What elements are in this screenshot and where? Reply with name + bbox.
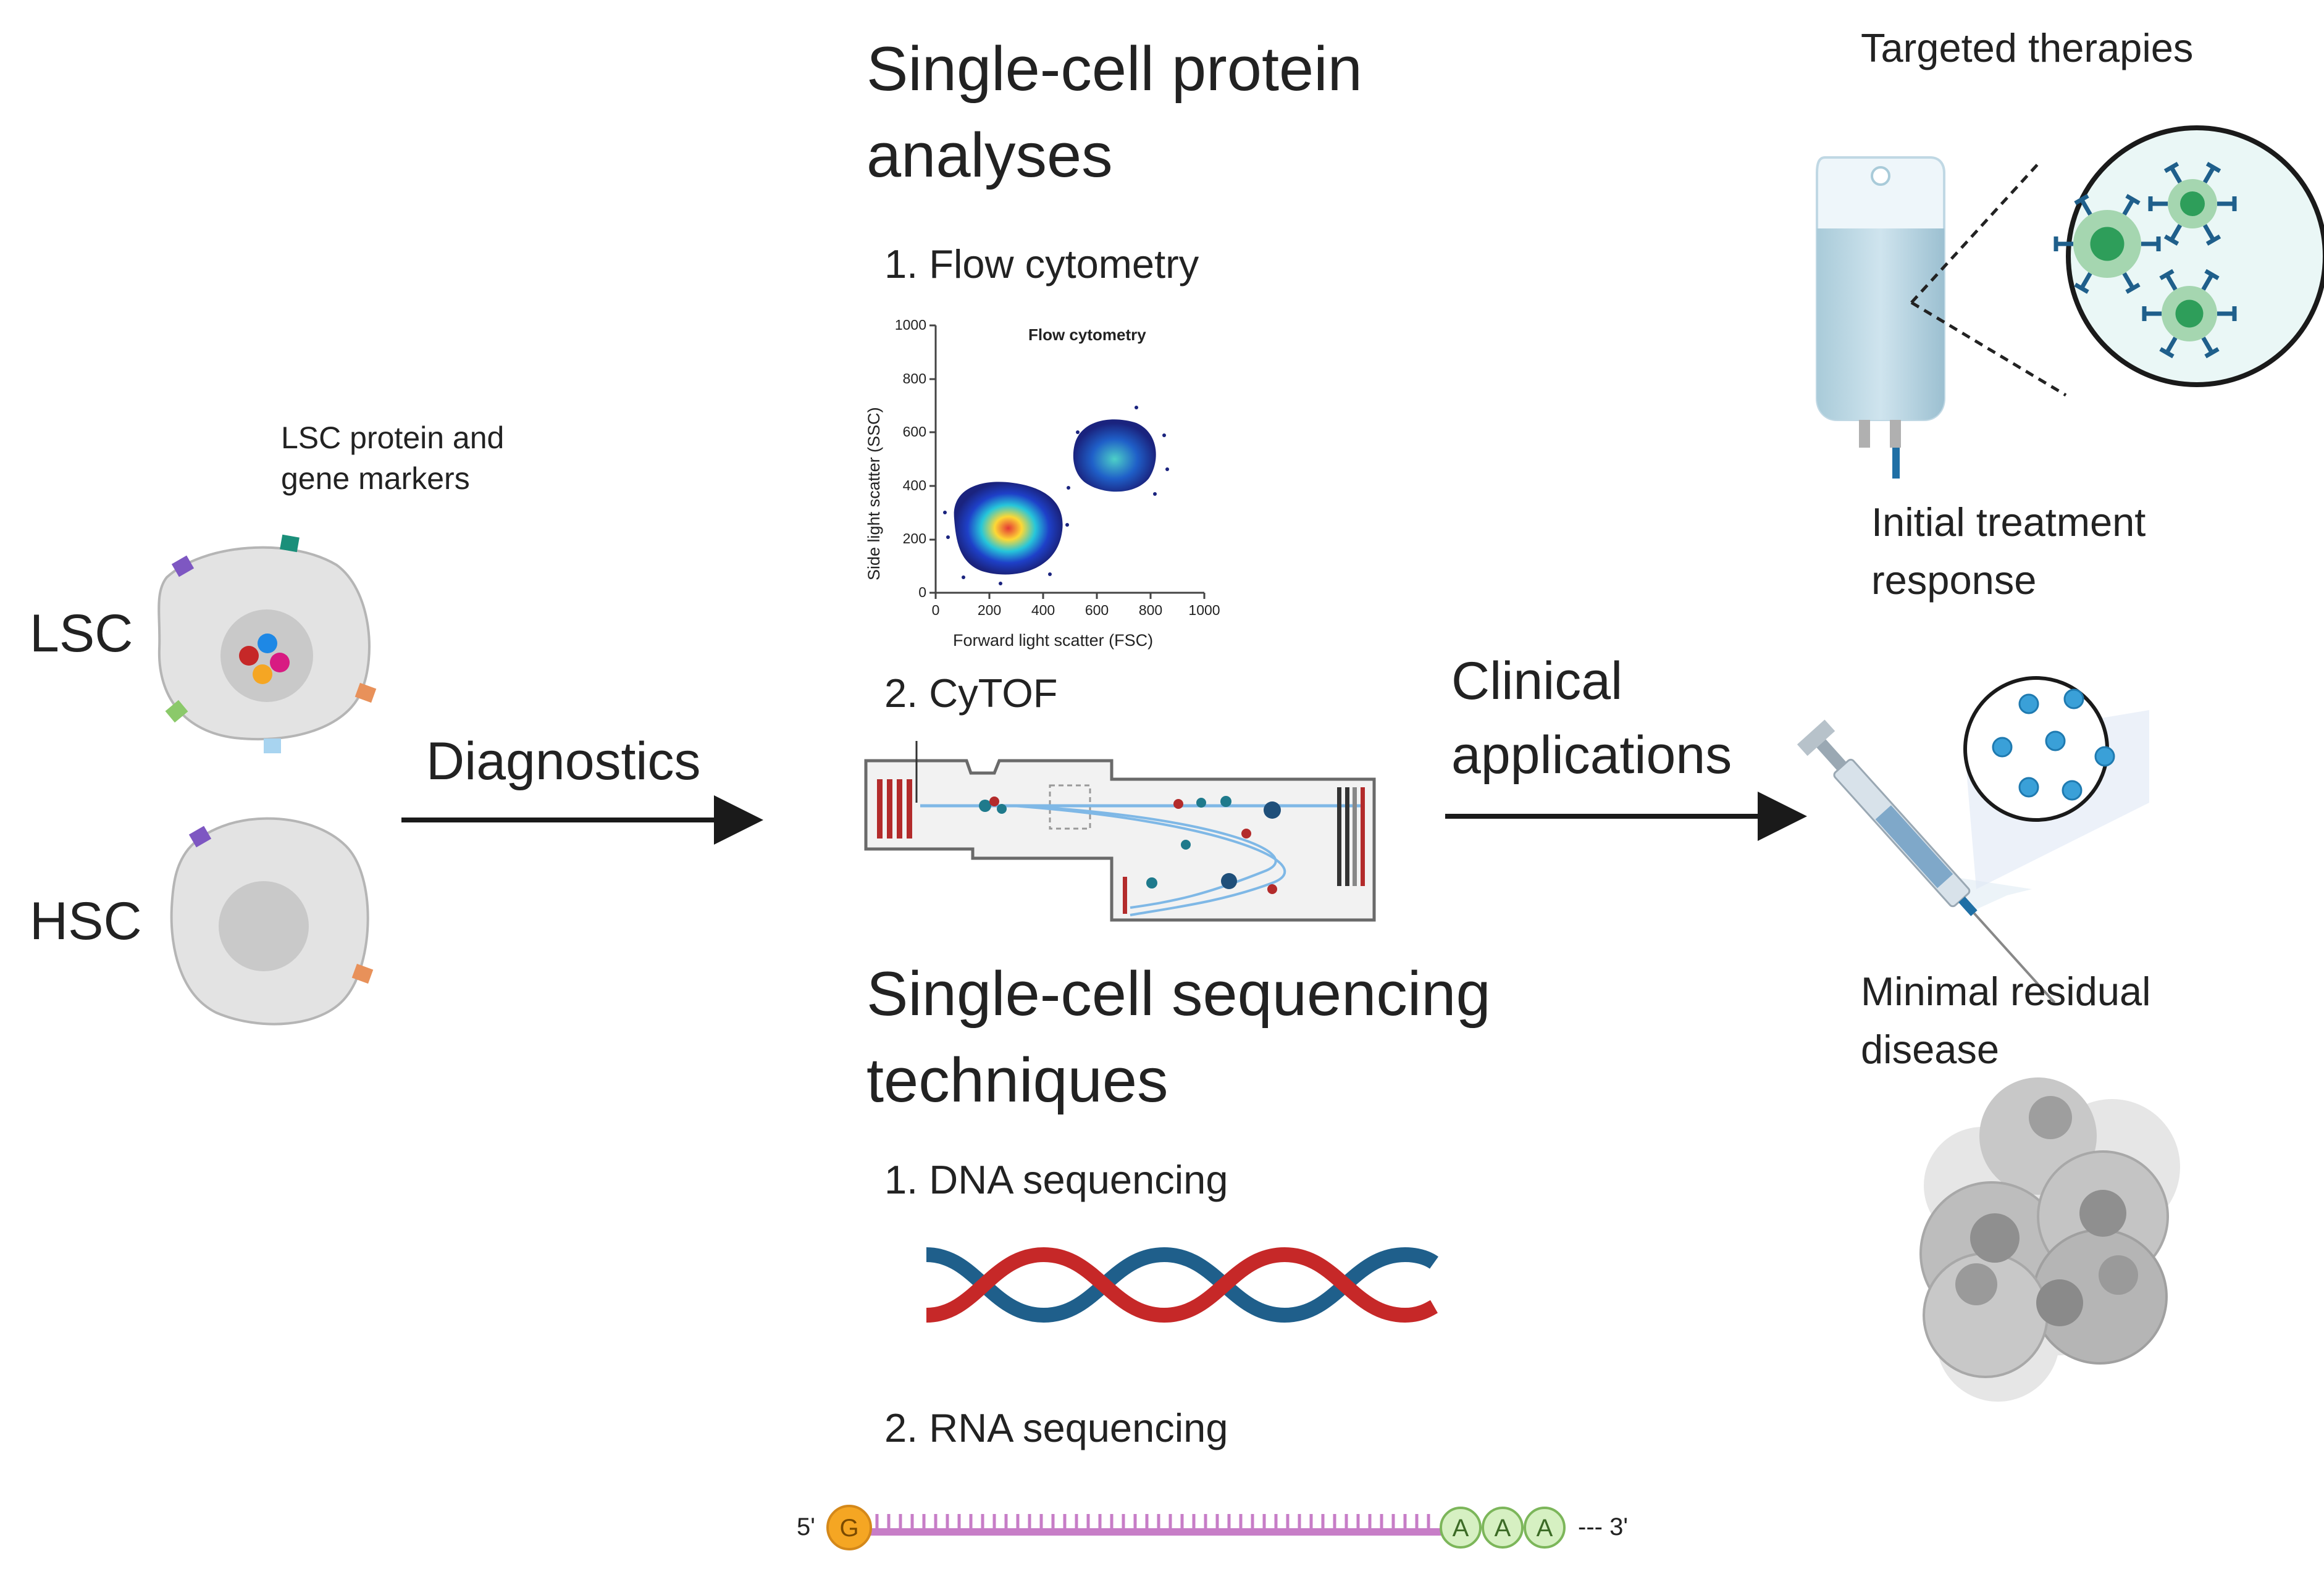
tumor-cluster-icon <box>1919 1077 2180 1402</box>
clinical-label-line1: Clinical <box>1451 651 1623 711</box>
antibody-icon <box>2202 224 2216 241</box>
clinical-label-line2: applications <box>1451 726 1732 785</box>
flow-plot-ytick: 400 <box>902 477 926 493</box>
dna-helix <box>926 1247 1438 1323</box>
rna-polya-1: A <box>1452 1515 1469 1542</box>
marker-green-icon <box>165 700 188 723</box>
sequencing-heading-line1: Single-cell sequencing <box>866 960 1491 1029</box>
flow-plot-title: Flow cytometry <box>1028 325 1146 344</box>
antibody-icon <box>2201 274 2214 291</box>
flow-plot-xtick: 1000 <box>1188 602 1220 618</box>
flow-plot-xlabel: Forward light scatter (FSC) <box>953 631 1154 650</box>
flow-plot-xtick: 600 <box>1084 602 1109 618</box>
marker-purple-icon <box>171 555 195 577</box>
hsc-label: HSC <box>30 892 142 951</box>
protein-item-flow: 1. Flow cytometry <box>884 241 1199 286</box>
flow-plot-ytick: 0 <box>918 584 926 600</box>
mrd-label-line2: disease <box>1861 1027 2000 1072</box>
rna-5prime: 5' <box>797 1513 815 1541</box>
antibody-icon <box>2122 272 2135 290</box>
cytof-schematic <box>864 741 1376 922</box>
marker-orange-icon <box>354 682 377 703</box>
iv-bag-icon <box>1816 156 1945 479</box>
flow-plot-ytick: 600 <box>902 424 926 440</box>
rna-polya-2: A <box>1494 1515 1511 1542</box>
rna-polya-3: A <box>1536 1515 1553 1542</box>
sequencing-item-rna: 2. RNA sequencing <box>884 1405 1228 1450</box>
flow-cytometry-plot <box>929 324 1206 599</box>
lsc-cell <box>157 534 377 753</box>
antibody-icon <box>2079 198 2092 216</box>
hsc-marker-orange-icon <box>351 963 374 984</box>
antibody-icon <box>2169 224 2183 241</box>
marker-caption-line2: gene markers <box>281 461 470 496</box>
antibody-zoom-circle <box>2053 125 2324 387</box>
initial-response-line2: response <box>1871 558 2037 603</box>
flow-plot-xtick: 800 <box>1138 602 1163 618</box>
antibody-icon <box>2165 337 2178 354</box>
antibody-icon <box>2202 166 2216 184</box>
lsc-label: LSC <box>30 604 133 663</box>
protein-heading-line1: Single-cell protein <box>866 35 1362 104</box>
syringe-icon <box>1797 676 2149 1004</box>
diagnostics-label: Diagnostics <box>426 732 701 791</box>
mrd-label-line1: Minimal residual <box>1861 969 2151 1014</box>
flow-plot-ytick: 1000 <box>894 317 926 333</box>
antibody-icon <box>2169 166 2183 184</box>
flow-plot-xtick: 400 <box>1031 602 1055 618</box>
marker-lightblue-icon <box>264 738 281 753</box>
sequencing-item-dna: 1. DNA sequencing <box>884 1157 1228 1202</box>
flow-plot-ylabel: Side light scatter (SSC) <box>865 407 883 580</box>
flow-plot-ytick: 200 <box>902 530 926 547</box>
marker-teal-icon <box>280 534 300 553</box>
sequencing-heading-line2: techniques <box>866 1046 1168 1115</box>
hsc-marker-purple-icon <box>188 826 212 848</box>
initial-response-line1: Initial treatment <box>1871 500 2146 545</box>
targeted-therapies-label: Targeted therapies <box>1861 25 2194 70</box>
rna-strand <box>826 1505 1566 1550</box>
hsc-cell <box>170 817 374 1026</box>
antibody-icon <box>2122 198 2135 216</box>
antibody-icon <box>2201 337 2214 354</box>
flow-plot-xtick: 0 <box>931 602 940 618</box>
flow-plot-ytick: 800 <box>902 370 926 387</box>
rna-3prime: --- 3' <box>1578 1513 1628 1541</box>
flow-plot-xtick: 200 <box>977 602 1002 618</box>
protein-heading-line2: analyses <box>866 121 1113 190</box>
protein-item-cytof: 2. CyTOF <box>884 671 1058 716</box>
rna-cap-label: G <box>839 1515 859 1542</box>
marker-caption-line1: LSC protein and <box>281 420 505 455</box>
antibody-icon <box>2165 274 2178 291</box>
antibody-icon <box>2079 272 2092 290</box>
